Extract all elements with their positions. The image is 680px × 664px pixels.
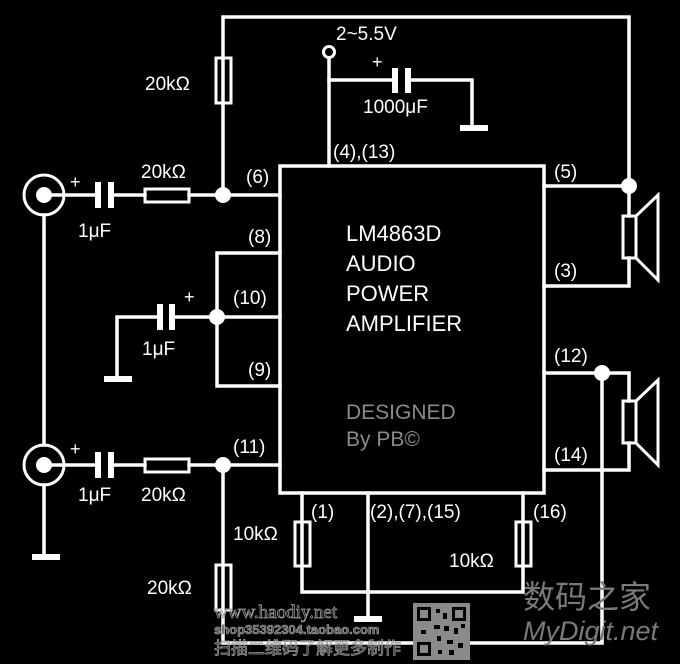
wire-pin14: [542, 441, 631, 472]
ground-symbol-supply: [460, 125, 488, 131]
label-pin1: (1): [311, 502, 334, 523]
chip-credit-author: By PB©: [346, 428, 420, 451]
cap-bypass-plate-minus: [157, 304, 163, 330]
wire-pin3: [542, 256, 631, 288]
ground-symbol-bypass: [104, 376, 132, 382]
label-supply-pins: (4),(13): [333, 142, 395, 163]
chip-name: LM4863D: [346, 221, 441, 246]
wire-bypass-cap-left: [115, 315, 159, 380]
junction-pin6: [215, 187, 231, 203]
label-pin11: (11): [233, 437, 265, 458]
cap-bypass-plate-plus: [169, 304, 175, 330]
watermark-site-en: MyDigit.net: [523, 616, 660, 646]
chip-label-amplifier: AMPLIFIER: [346, 311, 462, 336]
watermark-shop: shop35392304.taobao.com: [214, 622, 379, 637]
label-r-input-top: 20kΩ: [141, 162, 186, 183]
chip-credit-designed: DESIGNED: [346, 401, 456, 424]
cap-input-bottom-plate-plus: [95, 452, 101, 478]
resistor-input-bottom: [143, 457, 191, 474]
resistor-feedback-bottom: [214, 563, 233, 612]
label-pin6: (6): [246, 167, 269, 188]
resistor-pin16: [514, 520, 533, 568]
watermark-site-cn: 数码之家: [523, 578, 651, 616]
cap-input-top-plate-minus: [108, 182, 114, 208]
label-r-input-bottom: 20kΩ: [141, 485, 186, 506]
supply-terminal[interactable]: [322, 45, 336, 59]
watermark-scan-cn: 扫描二维码了解更多制作: [214, 639, 401, 659]
label-r-pin1: 10kΩ: [233, 524, 278, 545]
cap-1000uf-plate-minus: [405, 68, 411, 93]
wire-top-feedback: [221, 15, 631, 197]
cap-input-top-polarity: +: [70, 172, 81, 192]
junction-pin12: [594, 365, 610, 381]
cap-1000uf-polarity: +: [372, 52, 383, 72]
wire-supply-cap-right: [409, 78, 474, 129]
wire-pin12: [542, 371, 631, 403]
input-jack-top-center: [36, 187, 52, 203]
cap-input-top-plate-plus: [95, 182, 101, 208]
label-pin12: (12): [554, 346, 588, 367]
resistor-pin1: [293, 520, 312, 568]
label-cap-input-bottom: 1μF: [78, 485, 111, 506]
cap-input-bottom-polarity: +: [70, 439, 81, 459]
cap-input-bottom-plate-minus: [108, 452, 114, 478]
label-pin9: (9): [248, 360, 271, 381]
label-pin3: (3): [554, 261, 577, 282]
chip-label-audio: AUDIO: [346, 251, 416, 276]
label-pin16: (16): [533, 502, 567, 523]
resistor-feedback-top: [214, 56, 233, 105]
label-pin14: (14): [554, 445, 588, 466]
resistor-input-top: [143, 187, 191, 204]
label-r-feedback-top: 20kΩ: [145, 74, 190, 95]
wire-bottom-feedback: [221, 371, 604, 645]
chip-label-power: POWER: [346, 281, 429, 306]
label-r-pin16: 10kΩ: [449, 551, 494, 572]
input-jack-bottom-center: [36, 457, 52, 473]
label-pin8: (8): [248, 227, 271, 248]
cap-1000uf-plate-plus: [392, 68, 398, 93]
speaker-1-icon: [621, 191, 660, 284]
label-cap-input-top: 1μF: [78, 221, 111, 242]
label-r-feedback-bottom: 20kΩ: [147, 578, 192, 599]
label-cap-bypass: 1μF: [142, 339, 175, 360]
wire-pin1-pin16-bus: [300, 491, 525, 594]
label-cap-1000uf: 1000μF: [363, 97, 428, 118]
label-pin10: (10): [233, 288, 267, 309]
label-pin5: (5): [554, 162, 577, 183]
ground-symbol-input: [32, 554, 60, 560]
ground-symbol-chip: [354, 616, 382, 622]
qr-code-icon: [413, 603, 470, 660]
watermark-haodiy-url: www.haodiy.net: [214, 602, 338, 623]
amplifier-chip-body: [278, 164, 546, 495]
cap-bypass-polarity: +: [184, 287, 195, 307]
speaker-2-icon: [621, 376, 660, 469]
label-supply-voltage: 2~5.5V: [336, 24, 397, 45]
label-gnd-pins: (2),(7),(15): [370, 502, 461, 523]
